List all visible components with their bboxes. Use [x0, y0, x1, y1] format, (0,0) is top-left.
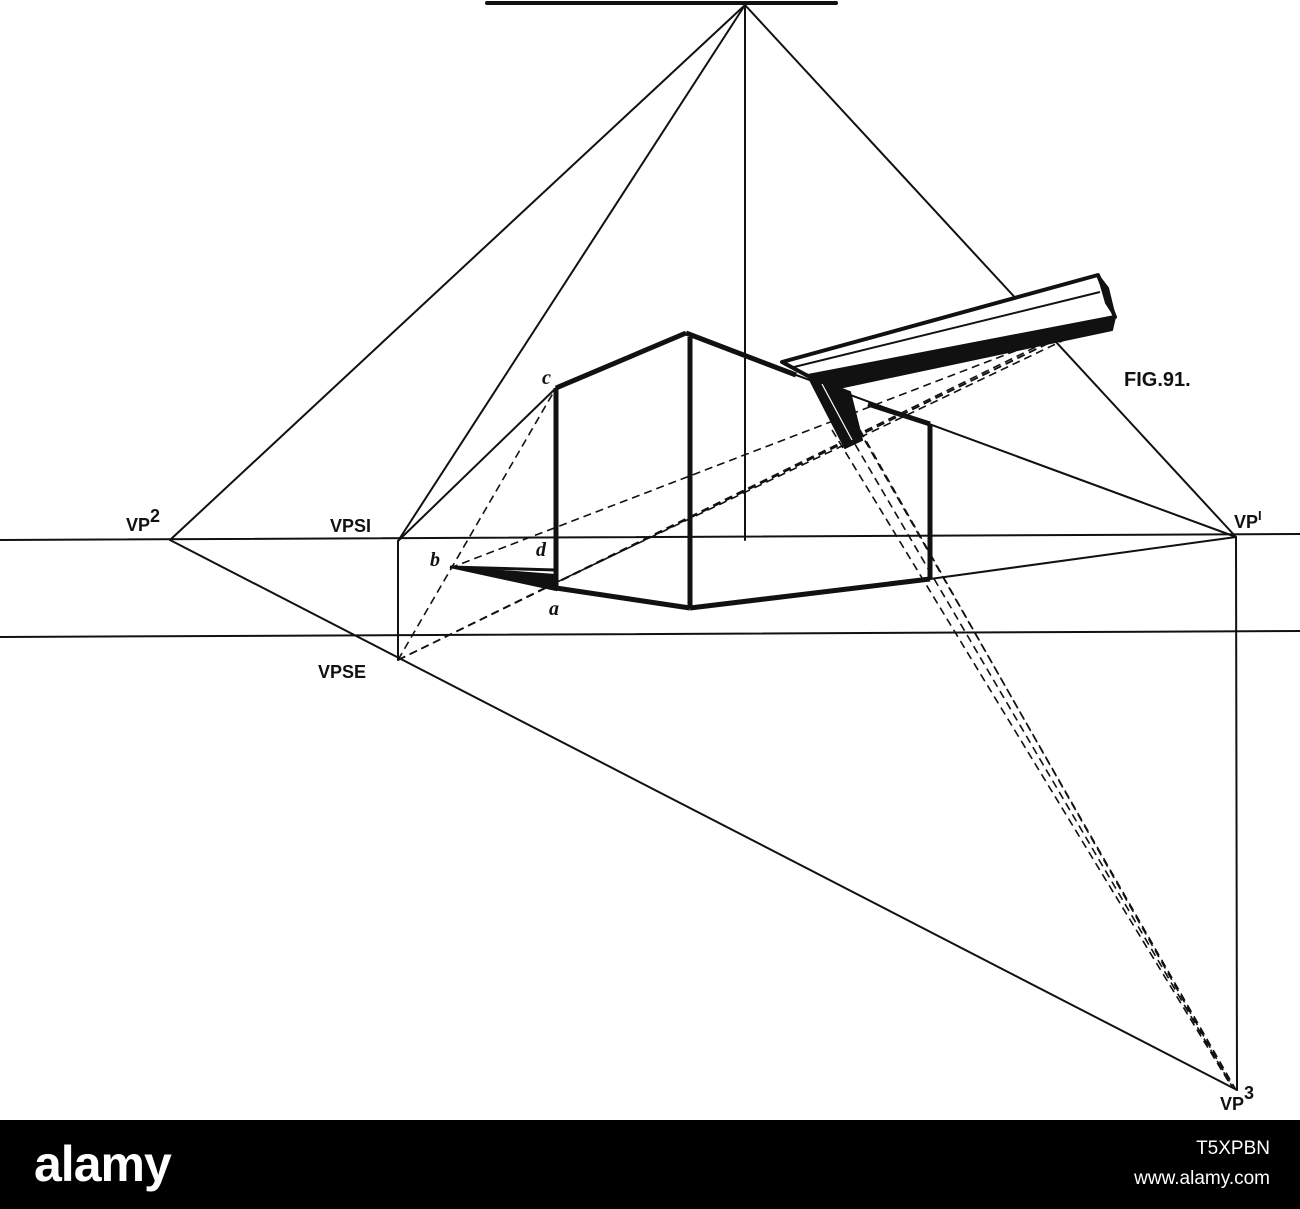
beam: [780, 273, 1117, 449]
vps1-label: VPSI: [330, 516, 371, 536]
perspective-diagram: VP2 VPSI VPI VPSE VP3 FIG.91. a b c d: [0, 1, 1300, 1114]
apex-to-vps1: [397, 4, 746, 542]
apex-to-vp2: [169, 4, 746, 541]
point-label-c: c: [542, 367, 551, 389]
vp2-to-vp3: [169, 539, 1238, 1091]
vp2-label: VP2: [126, 506, 160, 535]
vp1-label: VPI: [1234, 508, 1262, 532]
vp3-label: VP3: [1220, 1083, 1254, 1114]
base-to-vp1: [929, 536, 1237, 580]
construction-lines: [0, 1, 1300, 1091]
block-solid: [553, 330, 933, 611]
vpse-label: VPSE: [318, 662, 366, 682]
point-label-d: d: [536, 539, 547, 561]
diagram-labels: VP2 VPSI VPI VPSE VP3 FIG.91. a b c d: [126, 367, 1262, 1114]
watermark-footer: alamy T5XPBN www.alamy.com: [0, 1120, 1300, 1209]
image-code: T5XPBN: [1196, 1138, 1270, 1159]
dashed-shadow-lines: [397, 312, 1237, 1091]
c-to-vps1: [397, 387, 557, 542]
point-label-a: a: [549, 598, 559, 620]
point-label-b: b: [430, 549, 440, 571]
ground-line: [0, 630, 1300, 638]
apex-to-vp1: [744, 4, 1237, 538]
ground-shadow: [449, 565, 557, 592]
brand-logo: alamy: [34, 1136, 172, 1192]
footer-url: www.alamy.com: [1134, 1168, 1270, 1189]
vp1-to-vp3: [1235, 536, 1238, 1091]
figure-caption: FIG.91.: [1124, 369, 1191, 391]
